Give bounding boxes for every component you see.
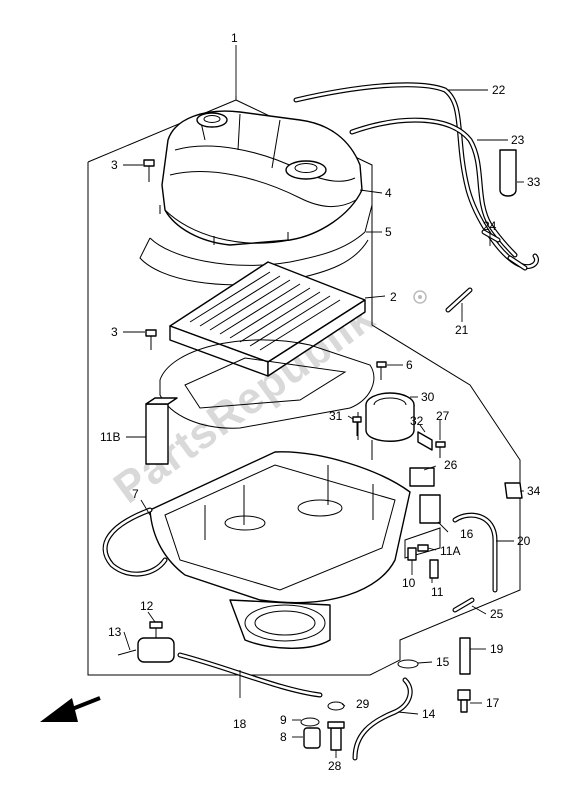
assembly-frame xyxy=(87,96,521,676)
filter-seal xyxy=(159,339,375,429)
callout-11: 11 xyxy=(431,585,444,599)
bolt-3-lower xyxy=(145,329,157,350)
callout-15: 15 xyxy=(436,655,450,669)
callout-5: 5 xyxy=(385,225,392,239)
callout-11a: 11A xyxy=(440,544,460,558)
valve-17 xyxy=(457,689,471,713)
callout-27: 27 xyxy=(436,409,450,423)
callout-14: 14 xyxy=(422,707,436,721)
bolt-27 xyxy=(435,441,446,458)
front-arrow-icon xyxy=(40,696,101,722)
joint-24 xyxy=(481,229,528,271)
callout-16: 16 xyxy=(460,527,474,541)
callout-20: 20 xyxy=(517,534,531,548)
sensor-12 xyxy=(137,621,175,663)
callout-19: 19 xyxy=(490,642,504,656)
callout-28: 28 xyxy=(328,759,342,773)
callout-9: 9 xyxy=(280,713,287,727)
callout-3a: 3 xyxy=(111,158,118,172)
clamp-15 xyxy=(397,659,419,669)
callout-12: 12 xyxy=(140,599,154,613)
callout-23: 23 xyxy=(511,133,525,147)
callout-21: 21 xyxy=(455,323,469,337)
clip-9 xyxy=(300,717,320,727)
bolt-11 xyxy=(429,559,439,579)
bolt-3-upper xyxy=(143,159,155,182)
callout-6: 6 xyxy=(406,358,413,372)
callout-29: 29 xyxy=(356,697,370,711)
leader-lines xyxy=(123,45,524,758)
callout-10: 10 xyxy=(402,576,416,590)
callout-32: 32 xyxy=(410,414,424,428)
callout-11b: 11B xyxy=(100,430,120,444)
plug-19 xyxy=(459,637,471,675)
clamp-34 xyxy=(504,482,523,499)
foam-element xyxy=(145,397,178,465)
bolt-6 xyxy=(376,361,387,380)
bracket-32 xyxy=(417,431,433,451)
intake-duct xyxy=(357,392,415,460)
screw-13 xyxy=(117,649,137,656)
air-cleaner-case xyxy=(149,451,411,649)
callout-25: 25 xyxy=(490,607,504,621)
callout-13: 13 xyxy=(108,625,122,639)
filter-element xyxy=(169,261,366,377)
callout-8: 8 xyxy=(280,730,287,744)
callout-17: 17 xyxy=(486,696,500,710)
callout-30: 30 xyxy=(421,390,435,404)
sensor-valve xyxy=(404,467,441,559)
washer-11a xyxy=(417,544,429,552)
callout-labels: 1 2 3 3 4 5 6 7 8 9 10 11 11A 11B 12 13 … xyxy=(100,31,541,773)
callout-1: 1 xyxy=(231,31,238,45)
bolt-10 xyxy=(407,547,417,561)
clamp-33 xyxy=(499,149,517,197)
callout-24: 24 xyxy=(483,219,497,233)
plug-28 xyxy=(327,721,345,751)
callout-31: 31 xyxy=(329,409,343,423)
clip-29 xyxy=(327,701,345,711)
callout-4: 4 xyxy=(385,186,392,200)
cap-8 xyxy=(303,727,321,749)
callout-33: 33 xyxy=(527,175,541,189)
callout-7: 7 xyxy=(132,487,139,501)
air-cleaner-cap xyxy=(159,110,363,246)
callout-2: 2 xyxy=(390,290,397,304)
gear-icon xyxy=(413,290,427,304)
callout-22: 22 xyxy=(492,83,506,97)
callout-3b: 3 xyxy=(111,325,118,339)
callout-34: 34 xyxy=(527,484,541,498)
bolt-31 xyxy=(352,416,362,436)
callout-26: 26 xyxy=(444,458,458,472)
callout-18: 18 xyxy=(233,717,247,731)
